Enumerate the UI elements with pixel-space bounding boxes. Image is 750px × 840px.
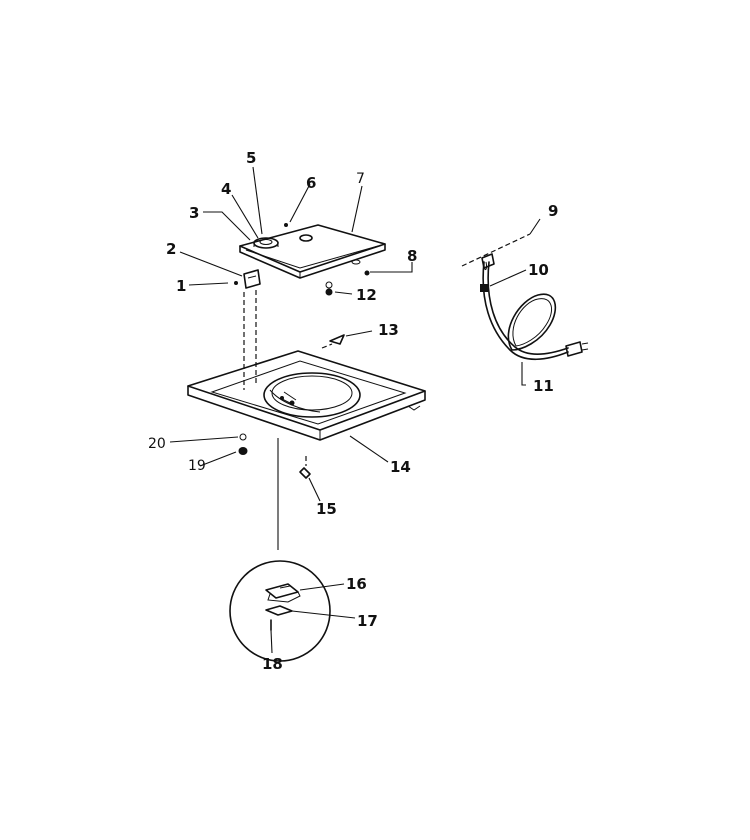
strain-relief-part-10 [480, 284, 488, 292]
grommet-part-19 [238, 447, 248, 455]
detail-circle [229, 560, 331, 662]
callout-11: 11 [533, 377, 554, 395]
callout-5: 5 [246, 149, 256, 167]
callout-labels: 1 2 3 4 5 6 7 8 9 10 11 12 13 14 15 16 1… [148, 149, 558, 673]
callout-2: 2 [166, 240, 176, 258]
power-cord-part-11 [482, 261, 589, 361]
callout-3: 3 [189, 204, 199, 222]
clip-dash [321, 343, 333, 349]
callout-7: 7 [356, 171, 365, 187]
top-cover-part-14 [187, 350, 426, 441]
callout-16: 16 [346, 575, 367, 593]
screw-part-8 [364, 270, 370, 276]
hinge-part-16 [265, 583, 301, 603]
callout-14: 14 [390, 458, 411, 476]
callout-17: 17 [357, 612, 378, 630]
callout-19: 19 [188, 458, 206, 474]
screw-part-12 [325, 288, 333, 296]
callout-13: 13 [378, 321, 399, 339]
screw-part-20 [239, 433, 247, 441]
screw-part-15 [299, 456, 311, 479]
wire-connector-part-9 [461, 233, 531, 270]
callout-8: 8 [407, 247, 417, 265]
callout-18: 18 [262, 655, 283, 673]
washer-part-12 [325, 281, 333, 289]
panel-detail [284, 223, 361, 265]
callout-10: 10 [528, 261, 549, 279]
bracket-part-2 [243, 269, 261, 289]
control-panel-part-7 [239, 224, 386, 279]
callout-6: 6 [306, 174, 316, 192]
callout-9: 9 [548, 202, 558, 220]
callout-4: 4 [221, 180, 231, 198]
callout-20: 20 [148, 436, 166, 452]
screw-part-1 [234, 281, 238, 285]
panel-knob-part-5 [253, 237, 279, 249]
callout-1: 1 [176, 277, 186, 295]
leader-lines [169, 166, 541, 654]
hinge-plate-part-17 [265, 605, 293, 616]
callout-12: 12 [356, 286, 377, 304]
clip-part-13 [329, 334, 345, 345]
callout-15: 15 [316, 500, 337, 518]
